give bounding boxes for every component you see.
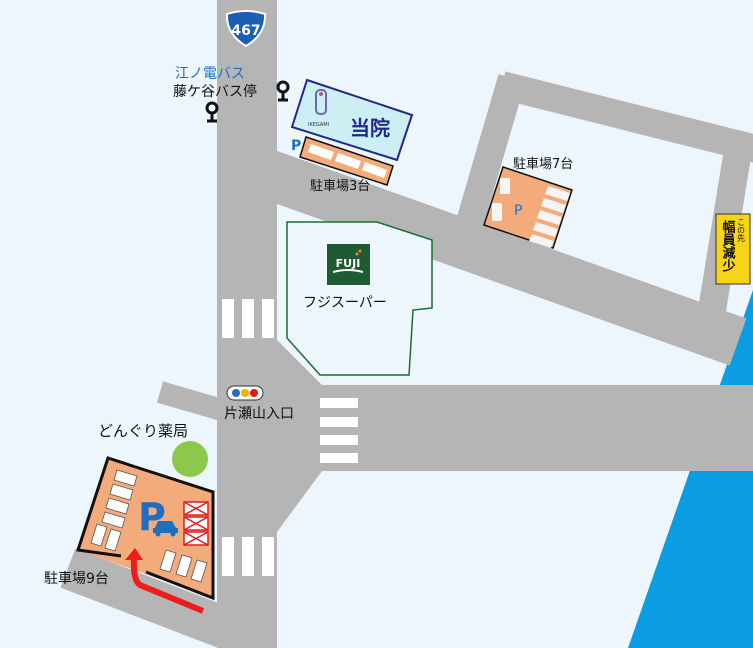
bus-stop-icon xyxy=(205,101,219,123)
route-467-shield-icon: 467 xyxy=(225,10,267,48)
left-road xyxy=(156,381,226,421)
bus-stop-label: 藤ケ谷バス停 xyxy=(173,83,257,100)
crosswalk-north xyxy=(222,299,274,338)
parking-3-lot xyxy=(299,136,394,186)
supermarket-area xyxy=(286,221,433,376)
ring-road-top xyxy=(498,71,753,163)
parking-3-label: 駐車場3台 xyxy=(310,179,370,194)
parking-7-label: 駐車場7台 xyxy=(513,157,573,172)
parking-3-p-icon: P xyxy=(291,138,301,154)
svg-text:この先: この先 xyxy=(737,218,746,243)
clinic-logo-icon: IKEGAMI xyxy=(308,89,329,128)
entrance-arrow-icon xyxy=(125,548,205,614)
clinic-building xyxy=(290,78,414,162)
fuji-logo-icon: FUJI xyxy=(327,244,370,285)
diagonal-road xyxy=(253,148,747,366)
crosswalk-east xyxy=(320,398,358,463)
svg-text:FUJI: FUJI xyxy=(336,257,361,270)
pharmacy-marker xyxy=(172,441,208,477)
parking-9-lot xyxy=(76,456,215,601)
svg-text:幅員減少: 幅員減少 xyxy=(720,219,737,272)
bus-company-label: 江ノ電バス xyxy=(175,66,245,82)
intersection-label: 片瀬山入口 xyxy=(224,406,294,422)
parking-9-label: 駐車場9台 xyxy=(44,570,109,587)
supermarket-label: フジスーパー xyxy=(303,295,387,311)
svg-text:IKEGAMI: IKEGAMI xyxy=(308,122,329,128)
parking-7-lot xyxy=(483,166,573,249)
car-icon xyxy=(153,521,178,537)
bottom-left-road xyxy=(60,548,233,648)
pharmacy-label: どんぐり薬局 xyxy=(98,422,188,440)
svg-text:467: 467 xyxy=(231,23,260,39)
road-narrows-sign: この先 幅員減少 xyxy=(715,213,751,285)
junction xyxy=(277,340,322,532)
parking-7-p-icon: P xyxy=(514,203,522,219)
crosswalk-south xyxy=(222,537,274,576)
ring-road-left xyxy=(456,74,526,226)
bus-stop-icon xyxy=(276,80,290,102)
clinic-label: 当院 xyxy=(350,116,390,140)
traffic-light-icon xyxy=(226,385,264,401)
